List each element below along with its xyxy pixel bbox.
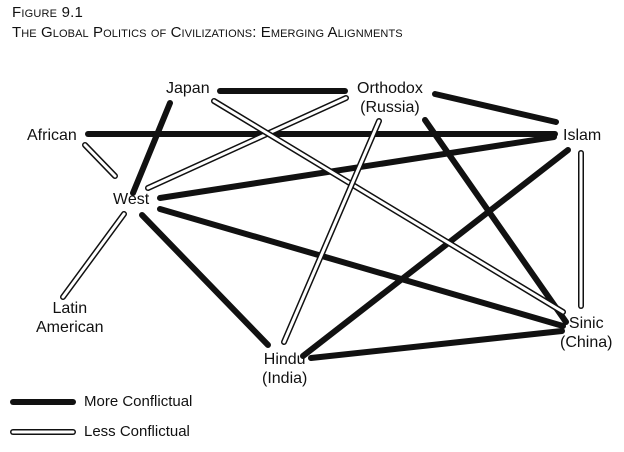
edge-japan-sinic-less-conflictual <box>211 98 566 315</box>
legend-less: Less Conflictual <box>10 423 190 440</box>
legend-more-label: More Conflictual <box>84 393 193 410</box>
edges-layer <box>60 88 584 361</box>
node-west-label: West <box>113 191 150 208</box>
legend-less-label: Less Conflictual <box>84 423 190 440</box>
node-islam-label: Islam <box>563 127 602 144</box>
edge-orthodox-islam-more-conflictual <box>432 91 559 125</box>
edge-african-west-less-conflictual <box>82 142 118 179</box>
node-latin-label: Latin <box>52 300 88 317</box>
node-sinic-label: Sinic <box>568 315 604 332</box>
node-hindu-sublabel: (India) <box>262 370 308 387</box>
edge-west-latin-less-conflictual <box>60 211 127 300</box>
node-west: West <box>113 190 149 209</box>
figure-title: The Global Politics of Civilizations: Em… <box>12 24 403 41</box>
edge-west-sinic-more-conflictual <box>157 206 566 329</box>
node-orthodox: Orthodox (Russia) <box>357 79 423 117</box>
node-african-label: African <box>27 127 77 144</box>
node-sinic: Sinic (China) <box>560 314 612 352</box>
node-japan-label: Japan <box>166 80 210 97</box>
node-hindu: Hindu (India) <box>262 350 307 388</box>
edge-orthodox-sinic-more-conflictual <box>422 117 569 325</box>
node-african: African <box>27 126 77 145</box>
figure-label: Figure 9.1 <box>12 4 84 21</box>
node-orthodox-label: Orthodox <box>357 80 423 97</box>
edge-orthodox-west-less-conflictual <box>145 95 349 191</box>
node-japan: Japan <box>166 79 210 98</box>
edge-west-hindu-more-conflictual <box>139 212 271 348</box>
legend-more: More Conflictual <box>10 393 192 410</box>
node-latin: Latin American <box>36 299 104 337</box>
edge-islam-hindu-more-conflictual <box>300 147 571 359</box>
node-hindu-label: Hindu <box>263 351 306 368</box>
legend-more-swatch <box>10 398 76 405</box>
node-sinic-sublabel: (China) <box>560 334 613 351</box>
node-orthodox-sublabel: (Russia) <box>360 99 420 116</box>
legend-less-swatch <box>10 428 76 435</box>
node-islam: Islam <box>563 126 601 145</box>
edge-japan-west-more-conflictual <box>130 100 173 196</box>
node-latin-sublabel: American <box>36 319 104 336</box>
edge-hindu-sinic-more-conflictual <box>308 328 565 361</box>
edge-orthodox-hindu-less-conflictual <box>281 118 382 345</box>
